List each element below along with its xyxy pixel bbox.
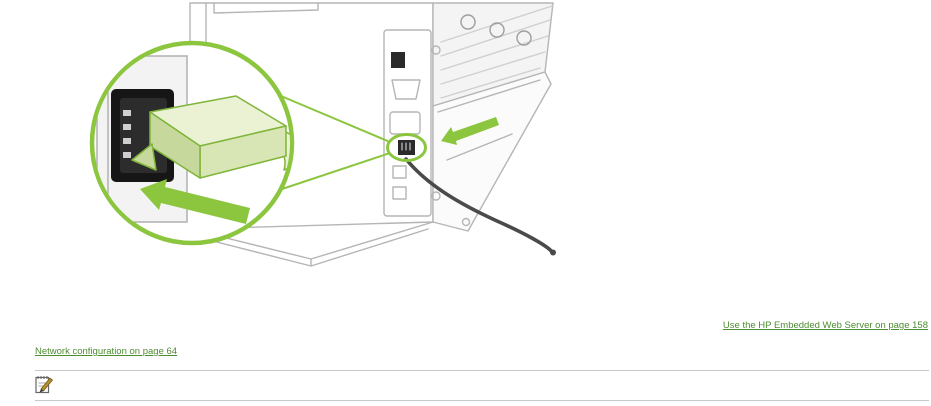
port-highlight-ellipse	[386, 133, 427, 162]
thumbscrew-icon	[431, 45, 441, 55]
callout-line-top	[280, 95, 391, 143]
note-rule-bottom	[35, 400, 929, 401]
paragraph-line-1: Use the HP Embedded Web Server on page 1…	[723, 320, 928, 331]
insert-arrow	[140, 179, 250, 224]
note-pencil-icon	[35, 374, 55, 394]
link-network-configuration[interactable]: Network configuration on page 64	[35, 346, 178, 357]
usb-port-icon	[392, 165, 407, 179]
link-embedded-web-server[interactable]: Use the HP Embedded Web Server on page 1…	[722, 320, 928, 331]
connect-network-cable-illustration	[89, 2, 556, 267]
network-cable-plug	[131, 95, 290, 179]
roller-icon	[460, 14, 476, 30]
parallel-port-icon	[391, 79, 421, 100]
network-cable	[404, 157, 554, 254]
roller-icon	[516, 30, 532, 46]
paragraph-line-2: Network configuration on page 64	[35, 346, 177, 357]
roller-icon	[489, 22, 505, 38]
callout-line-bottom	[278, 152, 391, 191]
plug-latch	[131, 143, 157, 171]
note-rule-top	[35, 370, 929, 371]
plug-front-face	[149, 111, 201, 179]
thumbscrew-icon	[431, 191, 441, 201]
usb-port-icon	[392, 186, 407, 200]
port-arrow	[441, 117, 499, 145]
network-cable-end	[550, 249, 556, 256]
ethernet-port-icon	[391, 52, 405, 68]
interface-panel	[383, 29, 441, 217]
